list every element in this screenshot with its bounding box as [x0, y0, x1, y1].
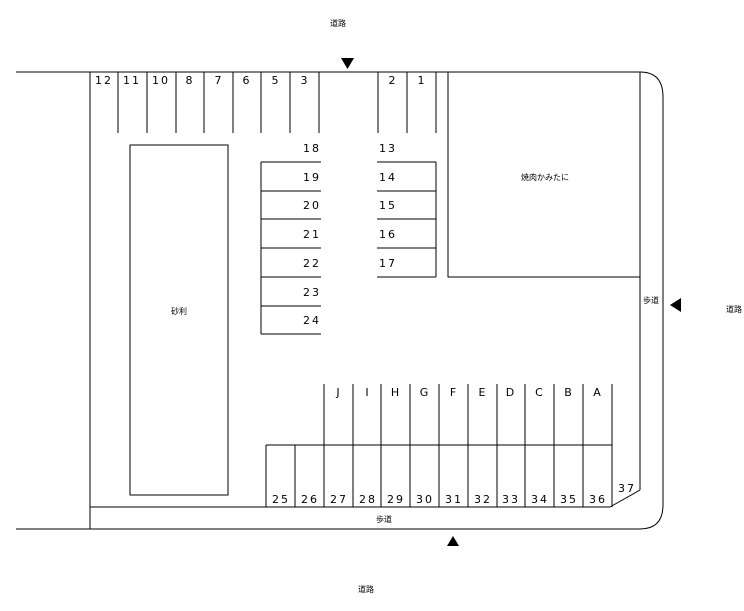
road-label-bottom: 道路	[358, 584, 374, 594]
stall-letter: I	[365, 386, 370, 399]
bottom-row-stalls: 25 26 27 28 29 30 31 32 33 34 35 36	[265, 444, 613, 507]
stall-number: 26	[301, 493, 319, 506]
stall-number: 17	[379, 257, 397, 270]
stall-number: 28	[359, 493, 377, 506]
road-label-top: 道路	[330, 18, 346, 28]
stall-number: 23	[303, 286, 321, 299]
stall-letter: E	[479, 386, 488, 399]
stall-number: 8	[186, 74, 195, 87]
entrance-arrow-right	[670, 298, 681, 312]
stall-letter: H	[391, 386, 401, 399]
stall-letter: F	[450, 386, 458, 399]
stall-letter: A	[593, 386, 603, 399]
stall-number: 20	[303, 199, 321, 212]
stall-letter: C	[535, 386, 545, 399]
sidewalk-label-right: 歩道	[643, 295, 659, 305]
stall-number: 7	[215, 74, 224, 87]
stall-number: 11	[123, 74, 141, 87]
gravel-area	[129, 144, 229, 496]
stall-number: 33	[502, 493, 520, 506]
stall-letter: G	[420, 386, 431, 399]
restaurant-label: 焼肉かみたに	[521, 172, 569, 182]
stall-number: 25	[272, 493, 290, 506]
stall-number: 35	[560, 493, 578, 506]
restaurant-building	[447, 71, 641, 278]
center-left-stalls: 18 19 20 21 22 23 24	[260, 142, 321, 335]
top-row-stalls: 12 11 10 8 7 6 5 3 2 1	[95, 72, 437, 133]
gravel-label: 砂利	[171, 306, 187, 316]
stall-number: 12	[95, 74, 113, 87]
stall-number: 3	[301, 74, 310, 87]
stall-number: 27	[330, 493, 348, 506]
stall-number: 14	[379, 171, 397, 184]
stall-number: 10	[152, 74, 170, 87]
entrance-arrow-top	[341, 58, 354, 69]
stall-number: 13	[379, 142, 397, 155]
stall-number: 18	[303, 142, 321, 155]
stall-letter: B	[564, 386, 574, 399]
site-boundary	[16, 71, 664, 530]
stall-number: 31	[445, 493, 463, 506]
letter-row-stalls: J I H G F E D C B A	[323, 384, 613, 445]
entrance-arrow-bottom	[447, 536, 459, 546]
stall-number: 22	[303, 257, 321, 270]
stall-letter: D	[506, 386, 516, 399]
stall-number: 36	[589, 493, 607, 506]
stall-letter: J	[335, 386, 341, 399]
stall-number: 34	[531, 493, 549, 506]
stall-number: 21	[303, 228, 321, 241]
stall-number: 1	[418, 74, 427, 87]
stall-number: 29	[387, 493, 405, 506]
sidewalk-label-bottom: 歩道	[376, 514, 392, 524]
stall-number: 6	[243, 74, 252, 87]
stall-number: 19	[303, 171, 321, 184]
center-right-stalls: 13 14 15 16 17	[377, 142, 437, 278]
stall-number: 2	[389, 74, 398, 87]
stall-number: 15	[379, 199, 397, 212]
road-label-right: 道路	[726, 304, 742, 314]
stall-number: 5	[272, 74, 281, 87]
stall-number: 24	[303, 314, 321, 327]
stall-number: 16	[379, 228, 397, 241]
stall-number: 30	[416, 493, 434, 506]
stall-number-corner: 37	[618, 482, 636, 495]
stall-number: 32	[474, 493, 492, 506]
